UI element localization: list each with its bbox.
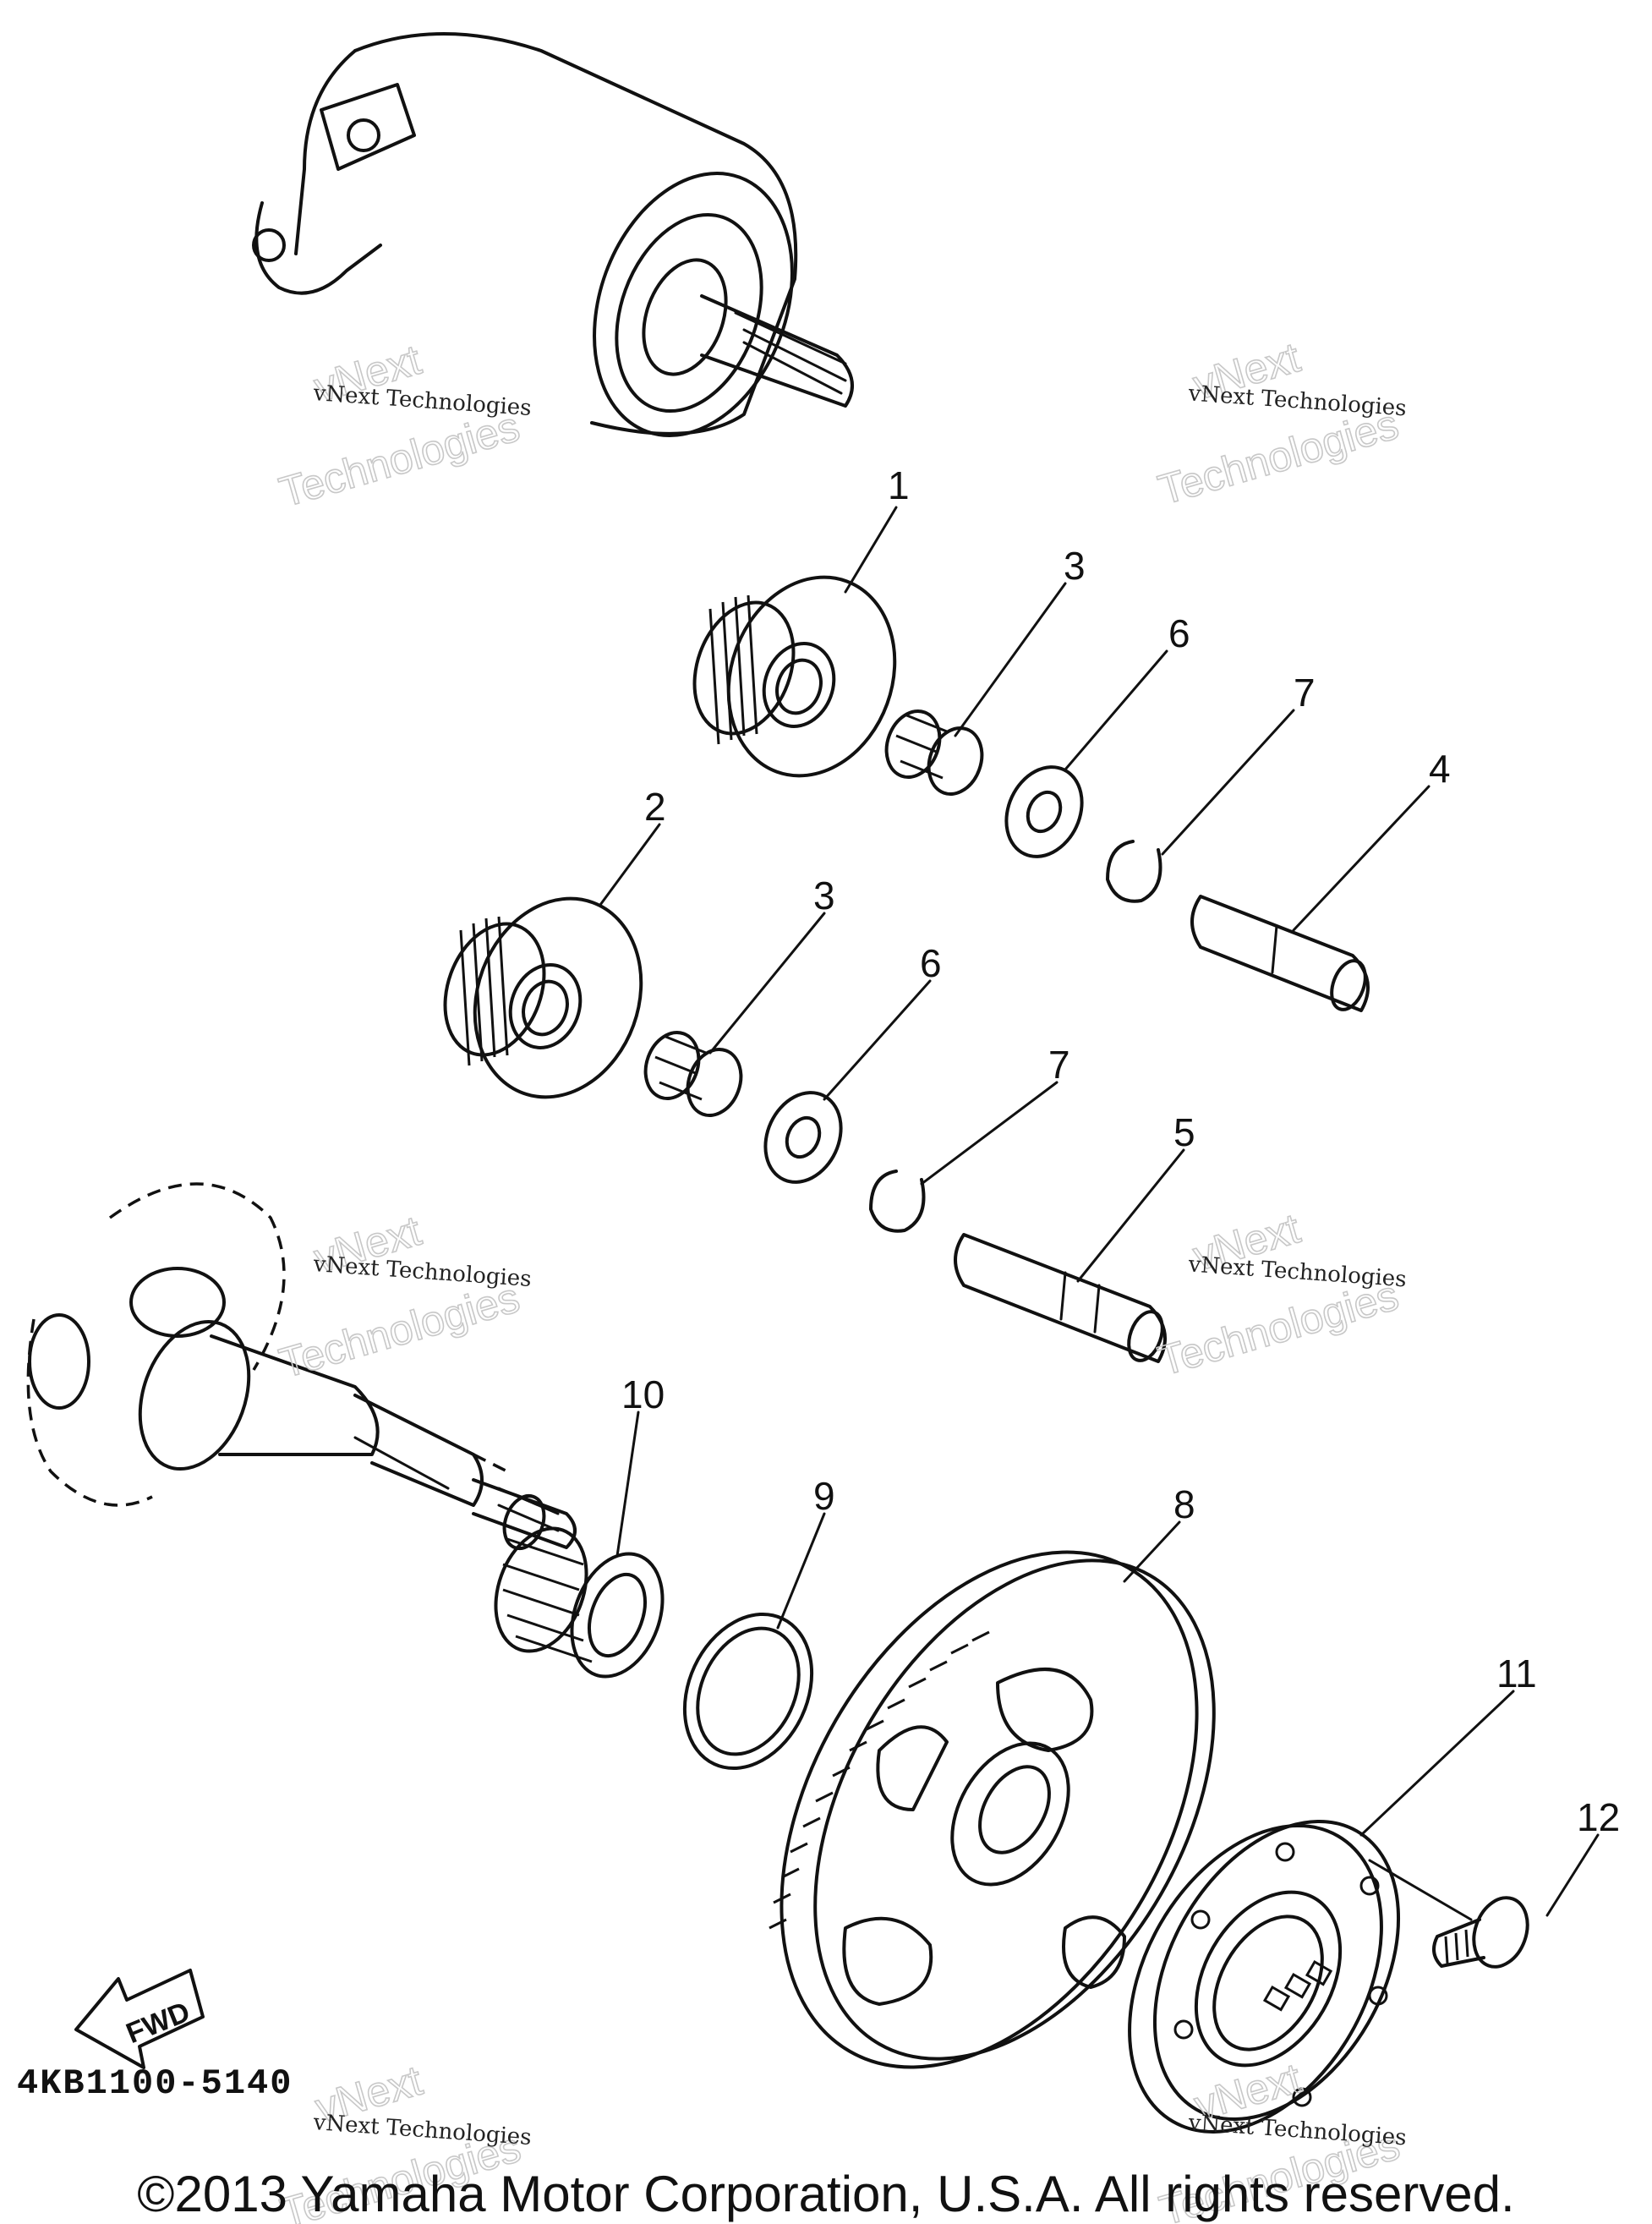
part-3-bearing-lower: [643, 1031, 743, 1117]
part-code-label: 4KB1100-5140: [17, 2063, 293, 2104]
callout-8: 8: [1173, 1482, 1195, 1526]
fwd-label: FWD: [122, 1996, 194, 2050]
callout-6-upper: 6: [1168, 611, 1190, 655]
svg-text:Technologies: Technologies: [274, 1274, 524, 1387]
part-10-bearing: [494, 1526, 665, 1679]
watermark-3: vNext Technologies vNext Technologies: [274, 1206, 533, 1388]
callout-7-lower: 7: [1048, 1043, 1070, 1087]
part-6-washer-upper: [1004, 765, 1084, 858]
crankshaft-flywheel: [26, 1182, 577, 1550]
watermark-4: vNext Technologies vNext Technologies: [1152, 1204, 1408, 1386]
part-6-washer-lower: [763, 1091, 843, 1184]
callout-4: 4: [1429, 747, 1451, 791]
callout-numbers: 1 3 6 7 4 2 3 6 7 5 10 9 8 11 12: [621, 463, 1620, 1839]
callout-2: 2: [644, 785, 666, 829]
part-8-ring-gear: [769, 1550, 1216, 2069]
part-7-circlip-lower: [869, 1170, 926, 1233]
svg-text:Technologies: Technologies: [274, 403, 524, 516]
callout-9: 9: [813, 1474, 835, 1518]
callout-12: 12: [1577, 1795, 1620, 1839]
svg-text:vNext Technologies: vNext Technologies: [1187, 2110, 1408, 2150]
callout-11: 11: [1496, 1652, 1537, 1695]
part-12-bolt: [1432, 1896, 1529, 1969]
callout-1: 1: [888, 463, 910, 507]
part-2-gear: [443, 896, 643, 1099]
watermark-2: vNext Technologies vNext Technologies: [1152, 333, 1408, 515]
svg-text:vNext Technologies: vNext Technologies: [312, 1252, 533, 1292]
svg-text:vNext Technologies: vNext Technologies: [312, 2110, 533, 2150]
watermark-1: vNext Technologies vNext Technologies: [274, 335, 533, 517]
part-7-circlip-upper: [1106, 840, 1162, 903]
part-9-washer: [682, 1612, 814, 1771]
callout-3-lower: 3: [813, 874, 835, 918]
part-1-gear: [692, 575, 897, 778]
callout-7-upper: 7: [1294, 671, 1316, 715]
callout-6-lower: 6: [920, 941, 942, 985]
callout-5: 5: [1173, 1110, 1195, 1154]
fwd-arrow: FWD: [74, 1969, 205, 2069]
starter-motor: [252, 32, 854, 437]
svg-text:vNext Technologies: vNext Technologies: [1187, 1252, 1408, 1292]
part-11-one-way-clutch: [1128, 1819, 1401, 2134]
svg-text:vNext Technologies: vNext Technologies: [312, 381, 533, 421]
copyright-notice: ©2013 Yamaha Motor Corporation, U.S.A. A…: [137, 2166, 1515, 2222]
part-3-bearing-upper: [884, 709, 984, 796]
callout-3-upper: 3: [1064, 544, 1086, 588]
callout-10: 10: [621, 1372, 665, 1416]
part-5-shaft: [954, 1233, 1167, 1363]
part-4-shaft: [1190, 895, 1370, 1012]
svg-text:vNext Technologies: vNext Technologies: [1187, 381, 1408, 421]
leader-lines: [599, 506, 1600, 1921]
